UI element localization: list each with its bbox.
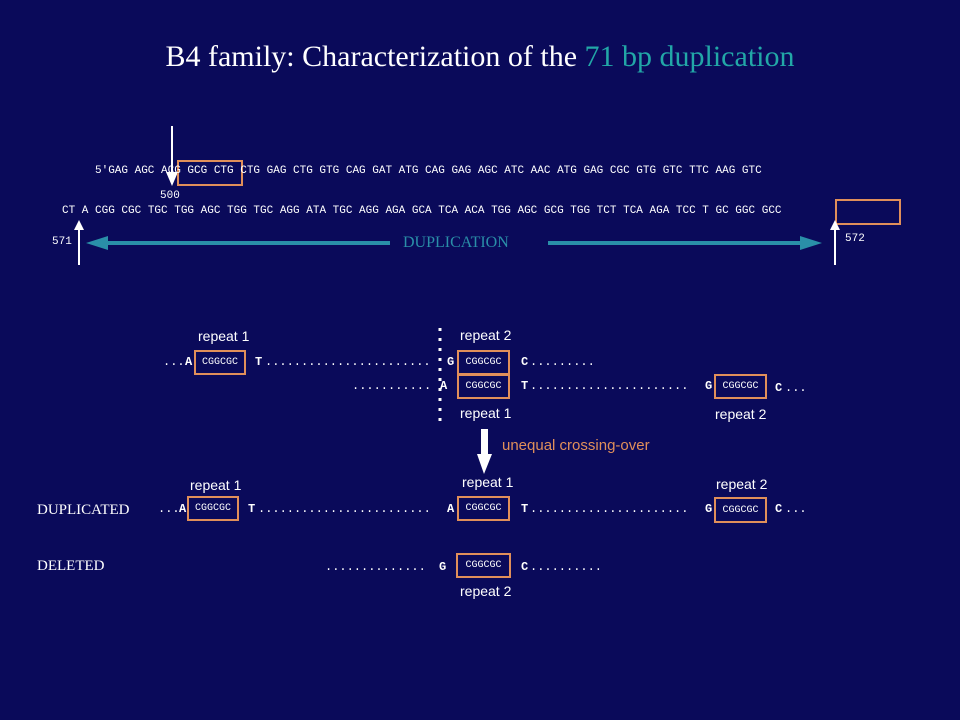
dup-base-g: G bbox=[705, 502, 713, 516]
pos572-arrow-head bbox=[830, 220, 840, 230]
dup-box-2-seq: CGGCGC bbox=[465, 503, 502, 514]
duplication-arrowhead-left bbox=[86, 236, 108, 250]
row2-base-g: G bbox=[705, 379, 713, 393]
row1-right-dots: ......... bbox=[530, 355, 595, 369]
dup-mid-dots-1: ........................ bbox=[258, 502, 431, 516]
dup-right-dots: ... bbox=[785, 502, 807, 516]
dup-box-1-seq: CGGCGC bbox=[194, 503, 231, 514]
del-right-dots: .......... bbox=[530, 560, 603, 574]
crossover-arrow-head bbox=[477, 454, 492, 474]
position-500-label: 500 bbox=[160, 190, 180, 202]
row1-base-a: A bbox=[185, 355, 193, 369]
sequence-line-1: 5'GAG AGC ACG GCG CTG CTG GAG CTG GTG CA… bbox=[95, 165, 762, 177]
del-base-c: C bbox=[521, 560, 529, 574]
del-box-seq: CGGCGC bbox=[465, 560, 502, 571]
row1-left-dots: ... bbox=[163, 355, 185, 369]
title-highlight: 71 bp duplication bbox=[584, 40, 795, 73]
dup-left-dots: ... bbox=[158, 502, 180, 516]
sequence-line-2: CT A CGG CGC TGC TGG AGC TGG TGC AGG ATA… bbox=[62, 205, 782, 217]
seq-box-top bbox=[177, 160, 243, 186]
row1-base-c: C bbox=[521, 355, 529, 369]
dup-repeat2-label: repeat 2 bbox=[716, 476, 768, 492]
position-572-label: 572 bbox=[845, 233, 865, 245]
duplication-label: DUPLICATION bbox=[403, 234, 509, 251]
title-main: B4 family: Characterization of the bbox=[165, 40, 585, 73]
row2-repeat2-seq: CGGCGC bbox=[722, 381, 759, 392]
pos500-arrow-head bbox=[166, 172, 178, 186]
row2-base-t: T bbox=[521, 379, 529, 393]
row1-repeat1-seq: CGGCGC bbox=[201, 357, 238, 368]
row1-base-t: T bbox=[255, 355, 263, 369]
row1-mid-dots: ....................... bbox=[265, 355, 431, 369]
dup-base-a2: A bbox=[447, 502, 455, 516]
row2-base-c: C bbox=[775, 381, 783, 395]
dup-mid-dots-2: ...................... bbox=[530, 502, 689, 516]
seq-box-bottom bbox=[835, 199, 901, 225]
row1-repeat2-label: repeat 2 bbox=[460, 327, 512, 343]
dup-base-t2: T bbox=[521, 502, 529, 516]
row2-repeat1-seq: CGGCGC bbox=[465, 381, 502, 392]
crossover-arrow-label: unequal crossing-over bbox=[502, 437, 650, 454]
del-base-g: G bbox=[439, 560, 447, 574]
duplicated-label: DUPLICATED bbox=[37, 502, 130, 518]
row2-repeat1-box: CGGCGC bbox=[457, 374, 510, 399]
dup-box-2: CGGCGC bbox=[457, 496, 510, 521]
row2-repeat2-label: repeat 2 bbox=[715, 406, 767, 422]
del-repeat2-label: repeat 2 bbox=[460, 583, 512, 599]
row1-repeat2-seq: CGGCGC bbox=[465, 357, 502, 368]
row2-repeat1-label: repeat 1 bbox=[460, 405, 512, 421]
dup-repeat1b-label: repeat 1 bbox=[462, 474, 514, 490]
dup-base-c: C bbox=[775, 502, 783, 516]
dup-base-t1: T bbox=[248, 502, 256, 516]
row2-base-a: A bbox=[440, 379, 448, 393]
deleted-label: DELETED bbox=[37, 558, 105, 574]
row2-mid-dots: ...................... bbox=[530, 379, 689, 393]
crossover-arrow-shaft bbox=[481, 429, 488, 455]
del-left-dots: .............. bbox=[325, 560, 426, 574]
pos571-arrow-head bbox=[74, 220, 84, 230]
row1-repeat1-box: CGGCGC bbox=[194, 350, 246, 375]
dup-base-a1: A bbox=[179, 502, 187, 516]
dup-box-1: CGGCGC bbox=[187, 496, 239, 521]
row2-left-dots: ........... bbox=[352, 379, 432, 393]
row2-repeat2-box: CGGCGC bbox=[714, 374, 767, 399]
dup-box-3-seq: CGGCGC bbox=[722, 504, 759, 516]
dup-repeat1-label: repeat 1 bbox=[190, 477, 242, 493]
del-box: CGGCGC bbox=[456, 553, 511, 578]
row1-base-g: G bbox=[447, 355, 455, 369]
row1-repeat2-box: CGGCGC bbox=[457, 350, 510, 375]
position-571-label: 571 bbox=[52, 236, 72, 248]
duplication-arrowhead-right bbox=[800, 236, 822, 250]
dup-box-3: CGGCGC bbox=[714, 497, 767, 523]
slide-title: B4 family: Characterization of the 71 bp… bbox=[0, 40, 960, 74]
row1-repeat1-label: repeat 1 bbox=[198, 328, 250, 344]
row2-right-dots: ... bbox=[785, 381, 807, 395]
